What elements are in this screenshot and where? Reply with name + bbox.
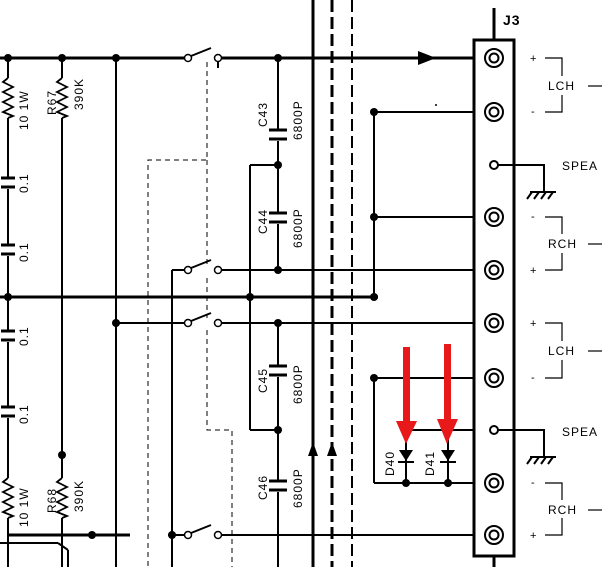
capacitor-ref-label: C43 bbox=[256, 102, 270, 127]
capacitor-left-1: 0.1 bbox=[0, 173, 31, 193]
output-lch-2: + - LCH bbox=[530, 318, 602, 384]
resistor-r68: R68 390K bbox=[45, 477, 86, 519]
diode-d40: D40 bbox=[383, 450, 414, 476]
ground-icon bbox=[498, 164, 556, 200]
signal-arrow-icon bbox=[418, 51, 436, 65]
minus-label: - bbox=[531, 106, 536, 118]
connector-ref-label: J3 bbox=[503, 12, 521, 28]
resistor-value-label: 390K bbox=[72, 480, 86, 512]
resistor-r-bottom-left: 10 1W bbox=[0, 477, 31, 527]
output-rch-1: - + RCH bbox=[530, 211, 602, 277]
capacitor-c43: C43 6800P bbox=[256, 100, 305, 141]
resistor-ref-label: R68 bbox=[45, 488, 59, 513]
channel-label: RCH bbox=[548, 503, 577, 517]
plus-label: + bbox=[530, 318, 537, 330]
capacitor-value-label: 0.1 bbox=[17, 404, 31, 424]
capacitor-value-label: 0.1 bbox=[17, 326, 31, 346]
output-speaker-1: SPEA bbox=[562, 159, 598, 173]
capacitor-value-label: 6800P bbox=[291, 468, 305, 508]
speaker-label: SPEA bbox=[562, 159, 598, 173]
minus-label: - bbox=[531, 211, 536, 223]
bus-lines bbox=[308, 0, 353, 567]
switch-270 bbox=[183, 259, 223, 275]
capacitor-value-label: 0.1 bbox=[17, 173, 31, 193]
diode-d41: D41 bbox=[423, 450, 456, 476]
switch-top bbox=[183, 47, 223, 63]
diode-ref-label: D40 bbox=[383, 451, 397, 476]
diode-ref-label: D41 bbox=[423, 451, 437, 476]
minus-label: - bbox=[531, 372, 536, 384]
capacitor-ref-label: C44 bbox=[256, 209, 270, 234]
channel-label: RCH bbox=[548, 237, 577, 251]
channel-label: LCH bbox=[548, 79, 575, 93]
plus-label: + bbox=[530, 265, 537, 277]
speaker-label: SPEA bbox=[562, 425, 598, 439]
resistor-r-top-left: 10 1W bbox=[0, 77, 31, 130]
capacitor-value-label: 0.1 bbox=[17, 242, 31, 262]
capacitor-c45: C45 6800P bbox=[256, 364, 305, 404]
capacitor-c44: C44 6800P bbox=[256, 208, 305, 248]
connector-terminals bbox=[484, 48, 504, 545]
red-arrow-down-icon bbox=[396, 347, 417, 444]
capacitor-c46: C46 6800P bbox=[256, 468, 305, 508]
junction-dots bbox=[4, 54, 452, 539]
output-rch-2: - + RCH bbox=[530, 477, 602, 542]
capacitor-value-label: 6800P bbox=[291, 364, 305, 404]
red-arrow-down-icon bbox=[437, 344, 458, 444]
capacitor-left-3: 0.1 bbox=[0, 326, 31, 346]
plus-label: + bbox=[530, 530, 537, 542]
capacitor-ref-label: C45 bbox=[256, 368, 270, 393]
channel-label: LCH bbox=[548, 344, 575, 358]
capacitor-value-label: 6800P bbox=[291, 100, 305, 140]
capacitor-value-label: 6800P bbox=[291, 208, 305, 248]
connector-j3: J3 bbox=[472, 8, 521, 567]
capacitor-left-4: 0.1 bbox=[0, 404, 31, 424]
resistor-value-label: 390K bbox=[72, 78, 86, 110]
resistor-r67: R67 390K bbox=[45, 77, 86, 119]
minus-label: - bbox=[531, 477, 536, 489]
switches bbox=[183, 47, 223, 540]
output-lch-top: + - LCH bbox=[530, 53, 602, 118]
switch-linkage bbox=[147, 62, 233, 567]
output-speaker-2: SPEA bbox=[562, 425, 598, 439]
capacitor-left-2: 0.1 bbox=[0, 242, 31, 262]
switch-535 bbox=[183, 524, 223, 540]
switch-323 bbox=[183, 312, 223, 328]
capacitor-ref-label: C46 bbox=[256, 475, 270, 500]
resistor-ref-label: R67 bbox=[45, 90, 59, 115]
ground-icon bbox=[498, 429, 556, 465]
resistor-value-label: 10 1W bbox=[17, 90, 31, 130]
resistor-value-label: 10 1W bbox=[17, 487, 31, 527]
plus-label: + bbox=[530, 53, 537, 65]
